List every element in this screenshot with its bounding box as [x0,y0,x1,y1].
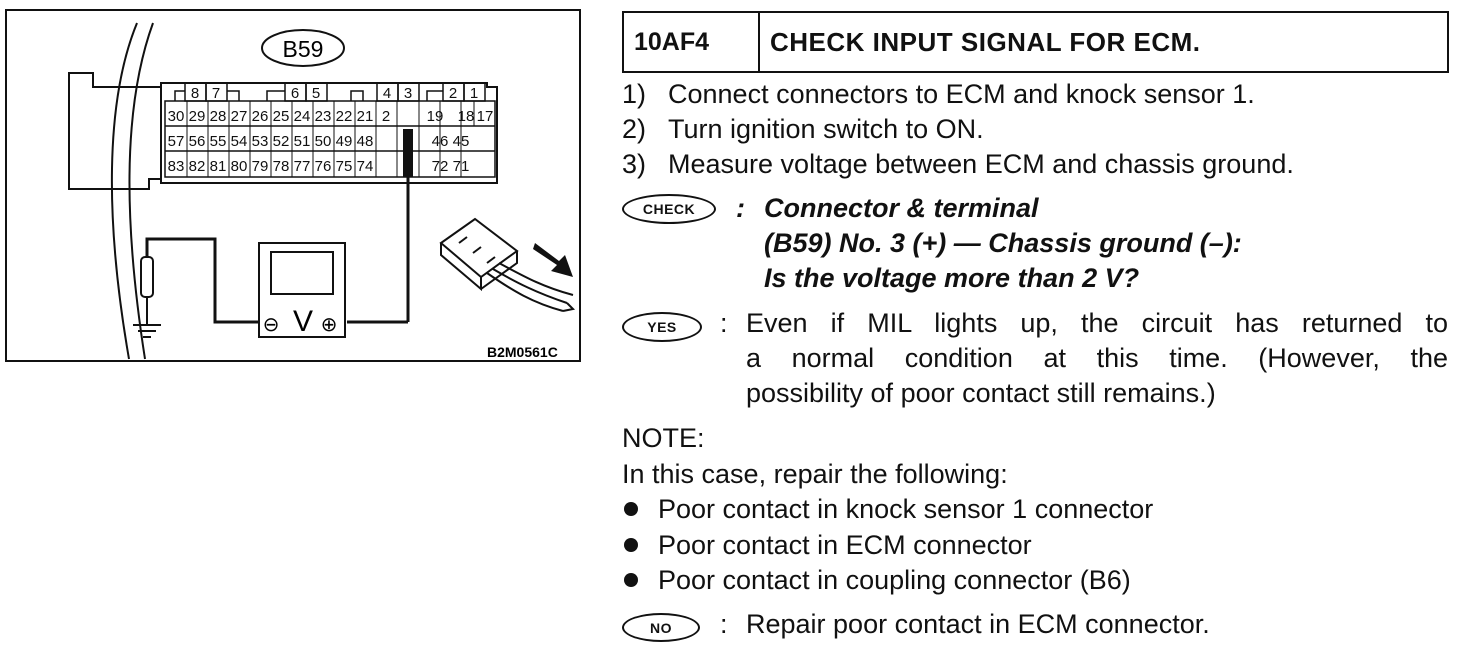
no-colon: : [720,609,728,639]
negative-lead [145,237,265,324]
pin-label-row2: 57 [168,133,185,150]
ground-probe [140,256,154,298]
pin-label-row3: 83 [168,158,185,175]
note-item-3: Poor contact in coupling connector (B6) [624,563,1131,597]
wiring-diagram: B59 [5,9,581,362]
connector-body-left [68,72,162,190]
note-item-2: Poor contact in ECM connector [624,528,1032,562]
bullet-icon [624,501,638,516]
yes-line-1: Even if MIL lights up, the circuit has r… [746,308,1448,338]
voltmeter-symbol: V [293,305,313,338]
pin-label-row1: 29 [189,108,206,125]
connector-label: B59 [283,36,324,62]
pin-label-row1: 28 [210,108,227,125]
pin-label-row1: 23 [315,108,332,125]
yes-text: Even if MIL lights up, the circuit has r… [746,306,1448,411]
check-line-1: Connector & terminal [764,193,1039,223]
step-code: 10AF4 [624,13,760,71]
yes-line-3: possibility of poor contact still remain… [746,378,1216,408]
pin-label-row1: 24 [294,108,311,125]
connector-label-oval [261,29,345,67]
no-badge: NO [622,613,700,642]
pin-label-row3: 79 [252,158,269,175]
pin-label-row3: 72 [432,158,449,175]
pin-label-top: 3 [404,85,412,102]
pin-label-row3: 74 [357,158,374,175]
pin-label-row1: 21 [357,108,374,125]
bullet-icon [624,537,638,552]
check-colon: : [736,193,745,223]
pin-label-row1: 26 [252,108,269,125]
pin-label-row1: 22 [336,108,353,125]
pin-label-row2: 56 [189,133,206,150]
instruction-2: 2)Turn ignition switch to ON. [622,114,984,144]
pin-label-row2: 49 [336,133,353,150]
pin-label-top: 6 [291,85,299,102]
yes-line-2: a normal condition at this time. (Howeve… [746,343,1448,373]
pin-label-row2: 55 [210,133,227,150]
pin-label-row1: 25 [273,108,290,125]
arrow-icon [533,243,573,277]
voltmeter-plus: ⊕ [321,312,338,336]
harness-connector-inset [439,217,576,312]
figure-code: B2M0561C [487,344,558,360]
pin-label-row3: 75 [336,158,353,175]
pin-label-row3: 81 [210,158,227,175]
voltmeter-minus: ⊖ [263,312,280,336]
pin-label-row2: 50 [315,133,332,150]
pin-label-row3: 82 [189,158,206,175]
note-intro: In this case, repair the following: [622,459,1008,489]
pin-label-row2: 52 [273,133,290,150]
pin-label-top: 7 [212,85,220,102]
pin-label-row2: 53 [252,133,269,150]
pin-label-top: 5 [312,85,320,102]
pin-label-row3: 77 [294,158,311,175]
diagram-svg: B59 [68,22,576,360]
pin-label-row1: 2 [382,108,390,125]
pin-label-row2: 54 [231,133,248,150]
pin-label-top: 4 [383,85,391,102]
step-header: 10AF4 CHECK INPUT SIGNAL FOR ECM. [622,11,1449,73]
pin-label-row3: 78 [273,158,290,175]
pin-label-row2: 45 [453,133,470,150]
note-label: NOTE: [622,423,705,453]
check-badge: CHECK [622,194,716,224]
instruction-3: 3)Measure voltage between ECM and chassi… [622,149,1294,179]
probe-tip [403,129,413,177]
pin-label-row1: 17 [477,108,494,125]
pin-label-top: 2 [449,85,457,102]
pin-label-top: 1 [470,85,478,102]
pin-label-row1: 27 [231,108,248,125]
pin-label-row1: 19 [427,108,444,125]
pin-label-row3: 80 [231,158,248,175]
pin-label-row2: 48 [357,133,374,150]
harness-curve-2 [128,22,154,360]
pin-label-row1: 18 [458,108,475,125]
pin-label-row3: 76 [315,158,332,175]
yes-badge: YES [622,312,702,342]
pin-label-row3: 71 [453,158,470,175]
pin-label-row2: 46 [432,133,449,150]
ground-symbol [133,324,161,338]
no-text: Repair poor contact in ECM connector. [746,609,1210,639]
step-title: CHECK INPUT SIGNAL FOR ECM. [770,26,1201,57]
harness-curve-1 [110,22,138,360]
instruction-1: 1)Connect connectors to ECM and knock se… [622,79,1255,109]
pin-label-row1: 30 [168,108,185,125]
pin-label-top: 8 [191,85,199,102]
check-line-3: Is the voltage more than 2 V? [764,263,1140,293]
pin-label-row2: 51 [294,133,311,150]
bullet-icon [624,572,638,587]
voltmeter-display [270,251,334,295]
check-line-2: (B59) No. 3 (+) — Chassis ground (–): [764,228,1242,258]
note-item-1: Poor contact in knock sensor 1 connector [624,492,1153,526]
yes-colon: : [720,308,728,338]
